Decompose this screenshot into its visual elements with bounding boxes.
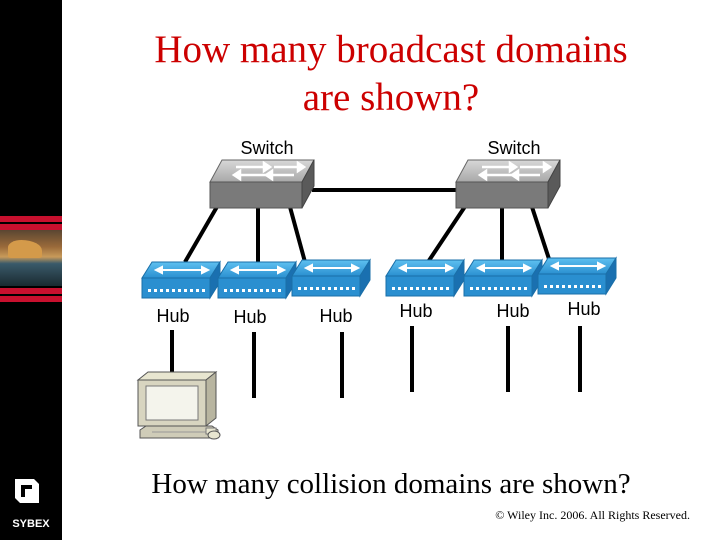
- hub-label-3: Hub: [319, 306, 352, 326]
- hub-icon: [538, 258, 616, 294]
- computer-icon: [138, 372, 220, 439]
- hub-label-5: Hub: [496, 301, 529, 321]
- cable-switch2-hub4: [428, 205, 466, 262]
- hub-label-4: Hub: [399, 301, 432, 321]
- hub-icon: [142, 262, 220, 298]
- switch-icon: [456, 160, 560, 208]
- hub-icon: [218, 262, 296, 298]
- hub-icon: [464, 260, 542, 296]
- hub-label-2: Hub: [233, 307, 266, 327]
- cable-switch2-hub6: [532, 207, 550, 262]
- switch-label-1: Switch: [240, 138, 293, 158]
- hub-icon: [386, 260, 464, 296]
- cable-switch1-hub3: [290, 207, 305, 262]
- collision-domain-question: How many collision domains are shown?: [62, 468, 720, 501]
- hub-icon: [292, 260, 370, 296]
- cable-switch1-hub1: [185, 205, 218, 262]
- hub-label-6: Hub: [567, 299, 600, 319]
- switch-label-2: Switch: [487, 138, 540, 158]
- switch-icon: [210, 160, 314, 208]
- hub-label-1: Hub: [156, 306, 189, 326]
- copyright-notice: © Wiley Inc. 2006. All Rights Reserved.: [495, 508, 690, 523]
